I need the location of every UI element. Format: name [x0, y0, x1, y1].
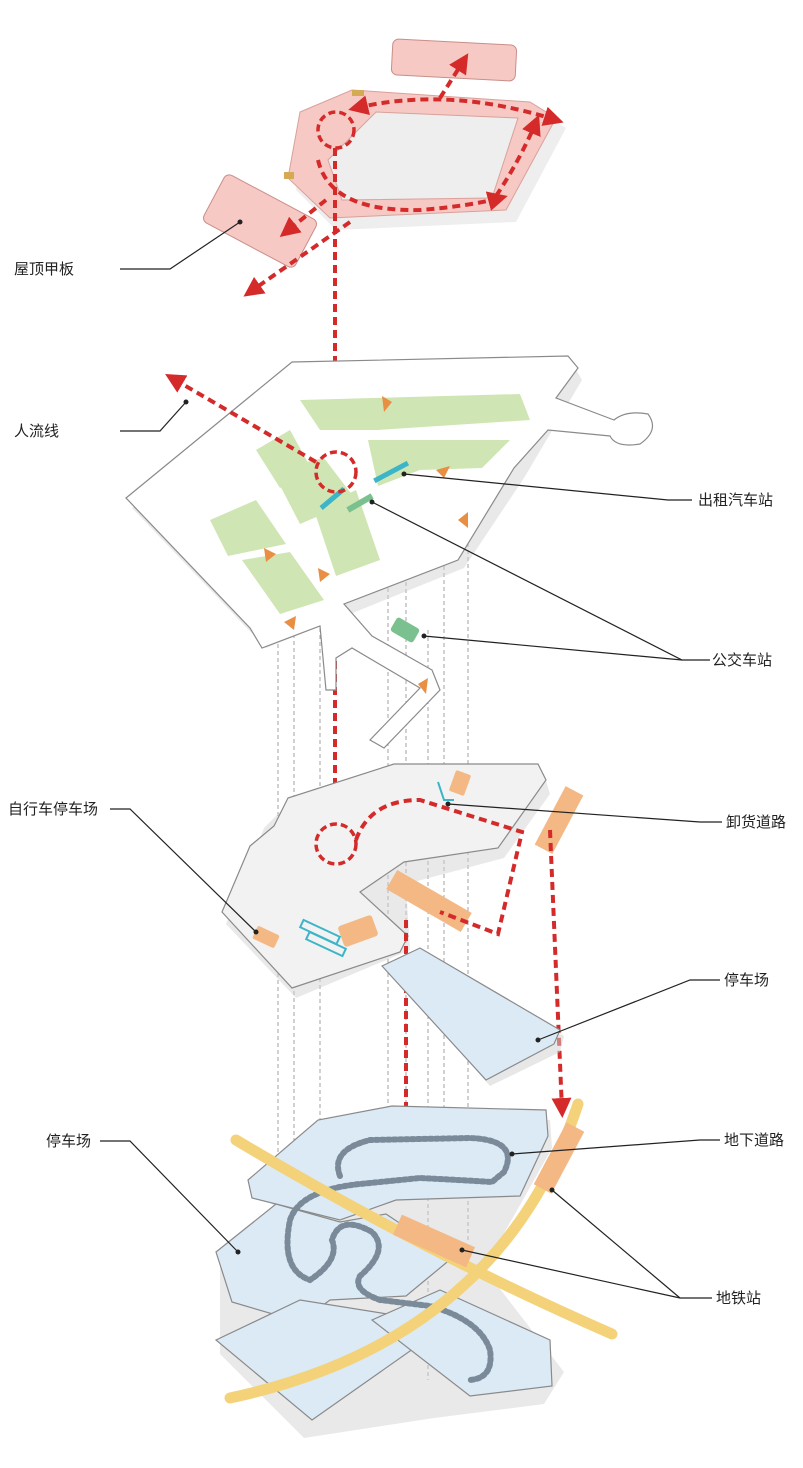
- bus-bay: [346, 493, 374, 513]
- direction-arrow-icon: [382, 396, 392, 412]
- label-bicycle-parking: 自行车停车场: [8, 800, 98, 818]
- underground-layer: [214, 1098, 618, 1438]
- bicycle-parking-floor: [221, 763, 547, 989]
- label-bus-station: 公交车站: [712, 651, 772, 669]
- metro-station-block: [533, 1122, 585, 1194]
- unloading-ramp: [534, 786, 584, 854]
- direction-arrow-icon: [436, 466, 450, 478]
- green-block: [314, 490, 380, 576]
- direction-arrow-icon: [284, 616, 296, 630]
- label-pedestrian-flow: 人流线: [14, 422, 59, 440]
- orange-block: [449, 770, 471, 796]
- green-block: [242, 552, 324, 614]
- orange-block: [252, 926, 280, 948]
- label-metro-station: 地铁站: [716, 1289, 761, 1307]
- green-block: [300, 394, 530, 430]
- parking-upper-floor: [381, 947, 561, 1081]
- direction-arrow-icon: [318, 568, 330, 582]
- direction-arrow-icon: [458, 512, 468, 528]
- label-parking-upper: 停车场: [724, 971, 769, 989]
- label-unloading-road: 卸货道路: [726, 813, 786, 831]
- bike-rack: [437, 781, 454, 801]
- street-level-layer: [125, 355, 654, 749]
- annotations: 屋顶甲板 人流线 出租汽车站 公交车站 自行车停车场 卸货道路 停车场 地下道路: [8, 219, 786, 1307]
- bus-stop-block: [390, 617, 420, 643]
- label-taxi-station: 出租汽车站: [698, 491, 773, 509]
- bike-rack: [304, 930, 348, 958]
- roof-deck-panel-left: [203, 174, 317, 268]
- roof-deck-layer: [203, 38, 566, 297]
- label-underground-road: 地下道路: [724, 1131, 784, 1149]
- direction-arrow-icon: [264, 548, 276, 562]
- taxi-bay: [373, 460, 410, 484]
- direction-arrow-icon: [418, 678, 428, 694]
- parking-upper-layer: [381, 947, 564, 1086]
- metro-station-block: [392, 1214, 476, 1268]
- street-network: [125, 355, 654, 749]
- label-roof-deck: 屋顶甲板: [14, 260, 74, 278]
- orange-block: [338, 915, 378, 947]
- green-block: [210, 500, 286, 556]
- label-parking-lower: 停车场: [46, 1132, 91, 1150]
